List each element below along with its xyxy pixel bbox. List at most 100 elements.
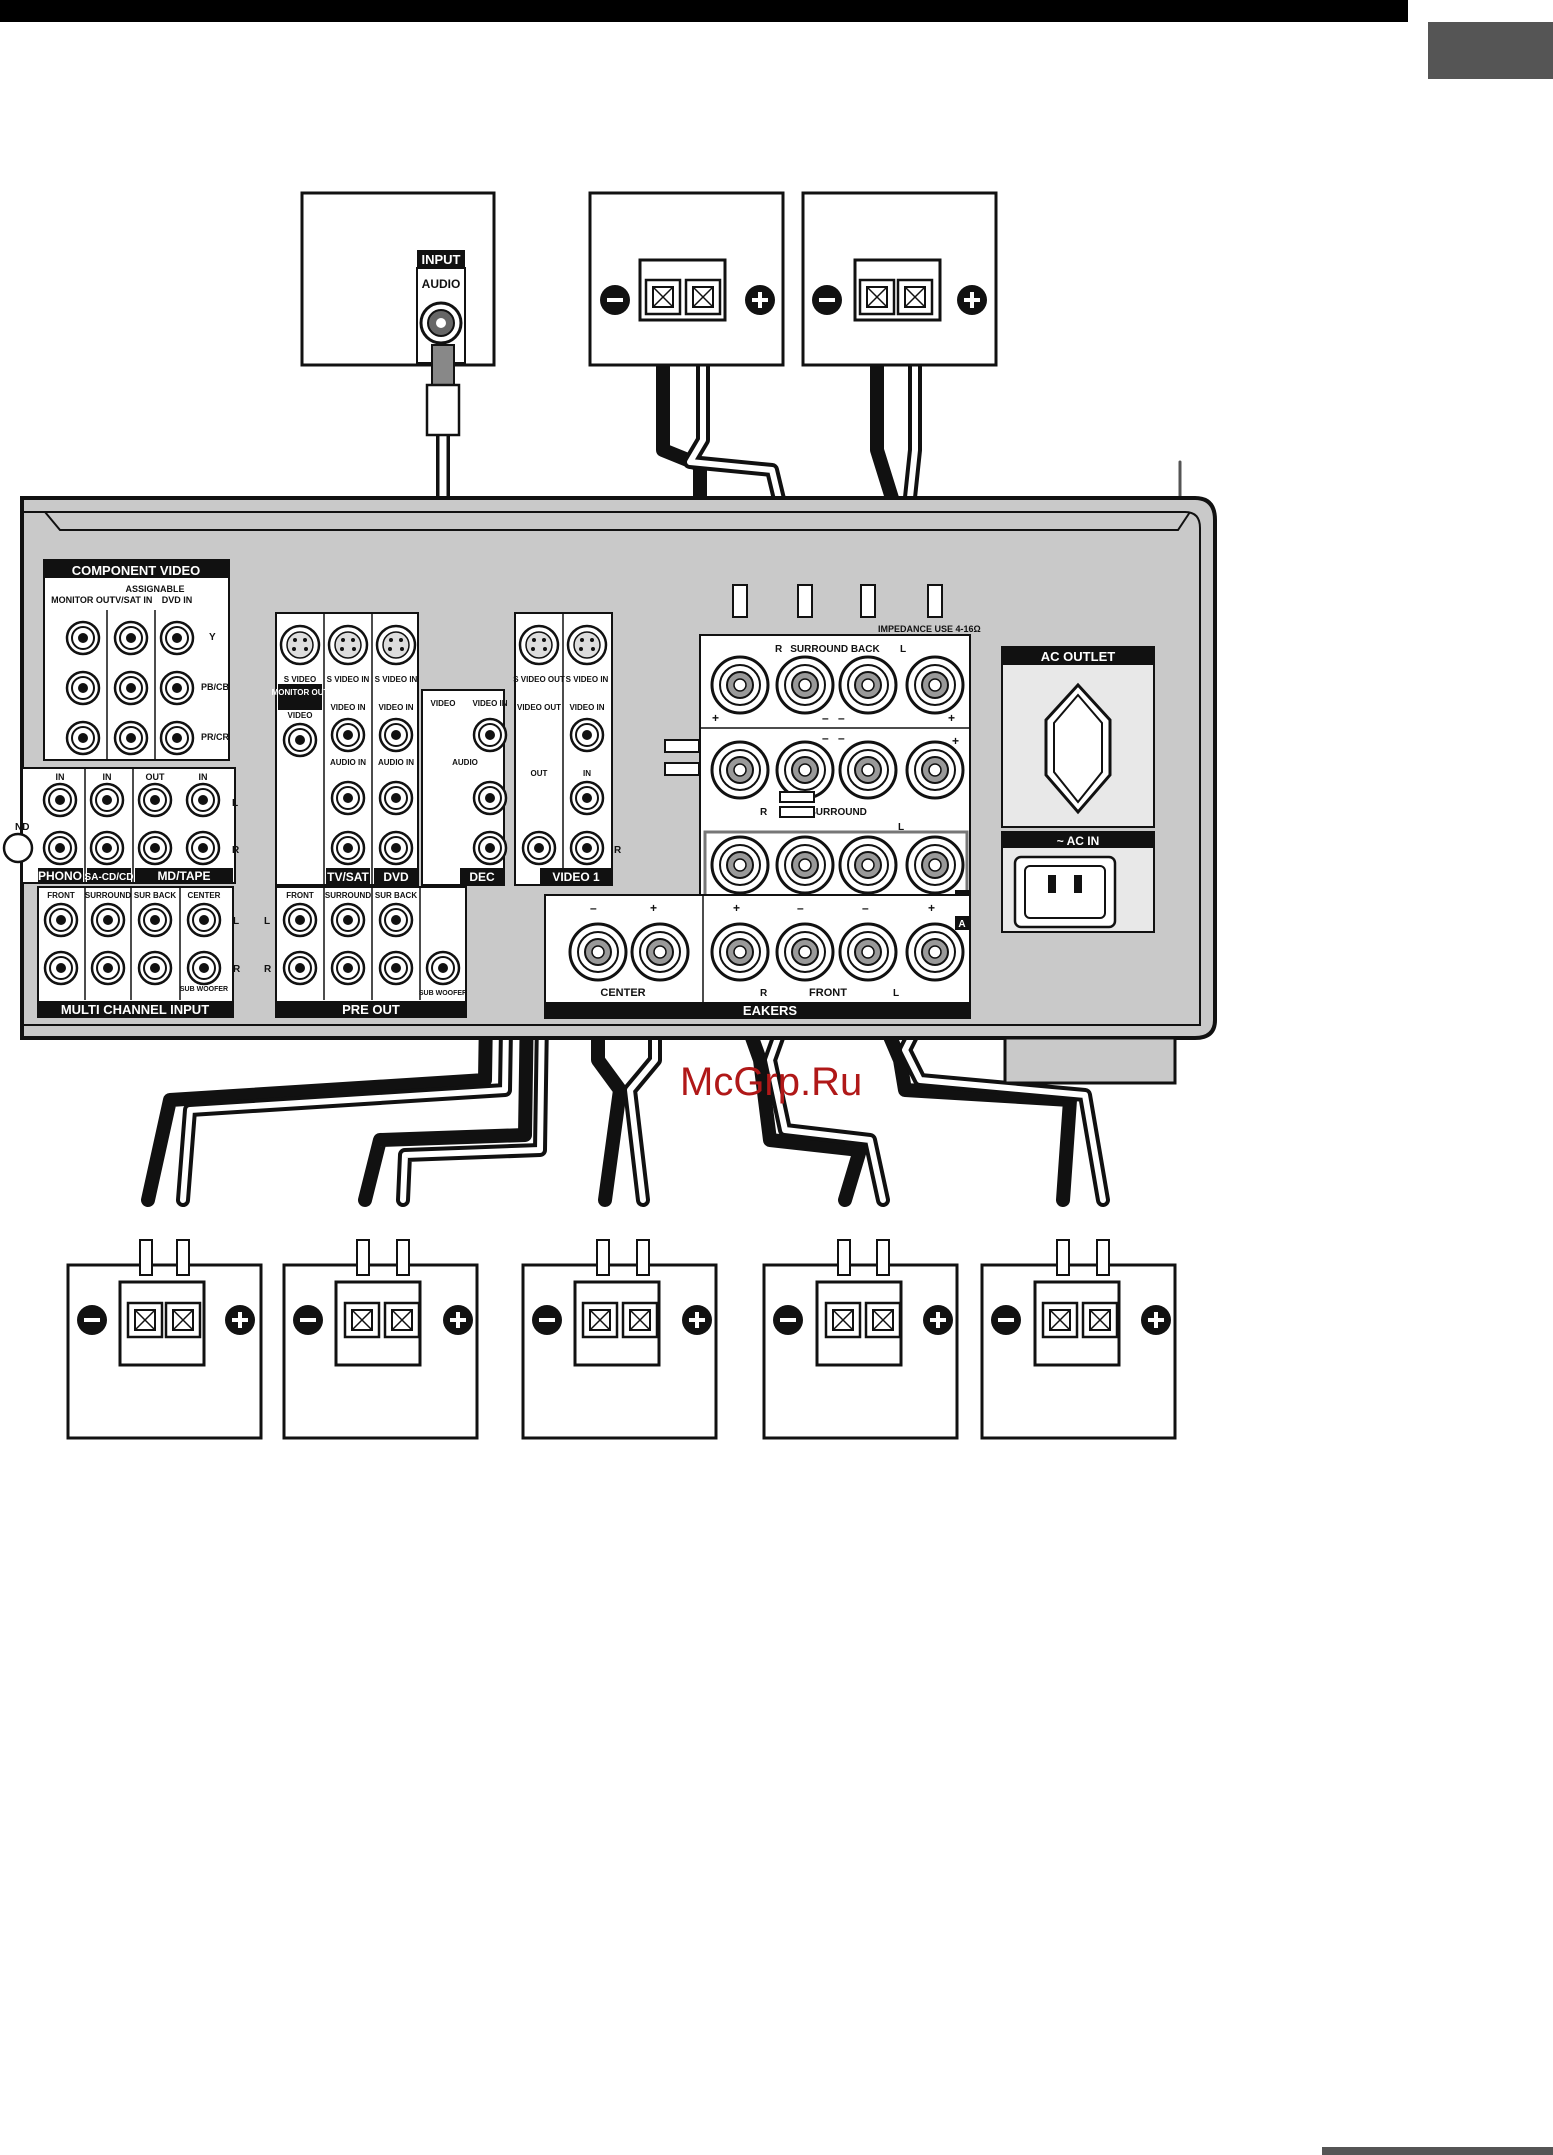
speaker-surround-left [282,1263,479,1440]
speaker-surround-back-left [801,191,998,367]
mc-surround: SURROUND [85,891,131,900]
sb-minus-1: – [822,711,829,725]
mc-l-label: L [233,916,239,927]
sb-plus-1: + [712,711,719,725]
watermark: McGrp.Ru [680,1060,862,1104]
mc-center: CENTER [188,891,221,900]
audio-r-label: R [232,845,240,856]
cv-y-label: Y [209,632,216,643]
ac-outlet-label: AC OUTLET [1041,649,1115,664]
cv-pr-label: PR/CR [201,732,230,742]
v1-r-label: R [614,845,622,856]
subwoofer-box: INPUT AUDIO [300,191,496,941]
nd-label: ND [15,822,29,833]
mc-front: FRONT [47,891,75,900]
bottom-wire-tips [139,1239,1110,1276]
pre-front: FRONT [286,891,314,900]
cv-assignable: ASSIGNABLE [125,584,184,594]
dvd-svideo-in: S VIDEO IN [375,675,418,684]
sacd-label: SA-CD/CD [85,872,134,883]
phono-in: IN [56,772,65,782]
front-minus-l: – [862,901,869,915]
tvsat-svideo-in: S VIDEO IN [327,675,370,684]
md-tape-label: MD/TAPE [157,869,210,883]
tvsat-audio-in: AUDIO IN [330,758,366,767]
cv-tv-sat-in: TV/SAT IN [110,595,153,605]
receiver-rear-panel: COMPONENT VIDEO MONITOR OUT ASSIGNABLE T… [2,496,1217,1085]
dvd-audio-in: AUDIO IN [378,758,414,767]
speaker-front-left [980,1263,1177,1440]
front-label: FRONT [809,987,847,999]
subwoofer-input-label: INPUT [422,252,461,267]
footer-bar [1322,2147,1553,2155]
impedance-label: IMPEDANCE USE 4-16Ω [878,624,981,634]
pre-sub-woofer: SUB WOOFER [419,990,467,997]
ac-outlet-socket [1044,682,1112,815]
phono-label: PHONO [38,869,82,883]
cv-pb-label: PB/CB [201,682,230,692]
mc-r-label: R [233,964,241,975]
md-out: OUT [146,772,166,782]
audio-l-label: L [232,798,238,809]
video1-label: VIDEO 1 [552,870,600,884]
dec-audio-partial: AUDIO [452,758,478,767]
ac-in-label: ~ AC IN [1057,834,1100,848]
md-in: IN [199,772,208,782]
speakers-title: EAKERS [743,1003,798,1018]
sv-monitor-out: MONITOR OUT [272,688,329,697]
pre-r-label: R [264,964,272,975]
header-bar [0,0,1408,22]
sr-l-label: L [898,822,904,833]
cv-monitor-out: MONITOR OUT [51,595,115,605]
speaker-a-label: A [958,919,965,930]
subwoofer-input-jack [419,301,463,345]
sb-l-label: L [900,644,906,655]
front-r-label: R [760,988,768,999]
sb-r-label: R [775,644,783,655]
dec-label: DEC [469,870,495,884]
v1-in: IN [583,769,591,778]
v1-out: OUT [531,769,548,778]
front-plus-r: + [733,901,740,915]
multi-channel-title: MULTI CHANNEL INPUT [61,1002,209,1017]
surround-back-label: SURROUND BACK [790,644,880,655]
dec-video-partial: VIDEO [431,699,456,708]
v1-svideo-out: S VIDEO OUT [513,675,565,684]
front-minus-r: – [797,901,804,915]
sacd-in: IN [103,772,112,782]
mc-sur-back: SUR BACK [134,891,176,900]
speaker-center [521,1263,718,1440]
front-l-label: L [893,988,899,999]
sv-monitor-svideo: S VIDEO [284,675,316,684]
cv-dvd-in: DVD IN [162,595,193,605]
speaker-front-right [762,1263,959,1440]
sb-plus-2: + [948,711,955,725]
page-tab [1428,22,1553,79]
center-minus: – [590,901,597,915]
center-plus: + [650,901,657,915]
pre-surround: SURROUND [325,891,371,900]
v1-video-out: VIDEO OUT [517,703,561,712]
sr-r-label: R [760,807,768,818]
pre-l-label: L [264,916,270,927]
dec-video-in: VIDEO IN [472,699,507,708]
front-plus-l: + [928,901,935,915]
sv-monitor-video: VIDEO [288,711,313,720]
pre-out-title: PRE OUT [342,1002,400,1017]
center-label: CENTER [600,987,645,999]
pre-sur-back: SUR BACK [375,891,417,900]
subwoofer-audio-label: AUDIO [422,277,461,291]
sr-minus-1: – [822,731,829,745]
sb-minus-2: – [838,711,845,725]
dvd-video-in: VIDEO IN [378,703,413,712]
surround-label: SURROUND [809,807,867,818]
component-video-title: COMPONENT VIDEO [72,563,201,578]
speaker-surround-back-right [588,191,785,367]
sr-minus-2: – [838,731,845,745]
sr-plus: + [952,734,959,748]
v1-svideo-in: S VIDEO IN [566,675,609,684]
tv-sat-label: TV/SAT [327,870,369,884]
speaker-surround-right [66,1263,263,1440]
v1-video-in: VIDEO IN [569,703,604,712]
